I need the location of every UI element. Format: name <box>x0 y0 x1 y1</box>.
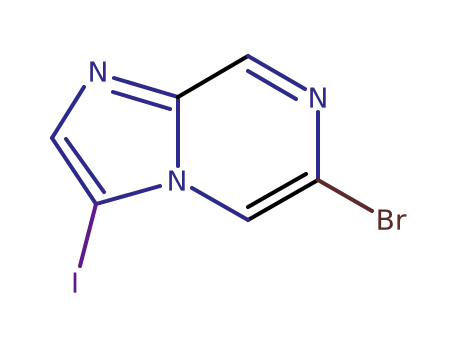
bond-c8a-c8 <box>176 54 250 99</box>
atom-n-imidazole: N <box>88 56 109 89</box>
bond-c2-c3-double <box>64 137 106 194</box>
bond-c6-c5 <box>246 178 320 222</box>
bonds <box>50 54 374 268</box>
bond-n1-c8a <box>112 76 180 99</box>
atom-bromine: Br <box>376 204 407 237</box>
bond-n1-c2 <box>50 85 86 140</box>
bond-c5-n4 <box>190 186 250 222</box>
atom-n-bridge: N <box>167 165 188 198</box>
bond-c8-n7 <box>246 54 307 91</box>
bond-c3-i <box>78 202 98 268</box>
bond-c6-c5-double <box>246 172 308 209</box>
bond-n1-c8a-double <box>111 90 172 111</box>
bond-c8-n7-double <box>246 69 298 101</box>
atom-n-pyrazine: N <box>308 82 329 115</box>
bond-c3-n4 <box>94 184 162 206</box>
atom-labels: N N N Br I <box>71 56 407 300</box>
atom-iodine: I <box>71 267 79 300</box>
bond-c6-br <box>316 178 374 213</box>
bond-c2-c3 <box>50 136 98 206</box>
